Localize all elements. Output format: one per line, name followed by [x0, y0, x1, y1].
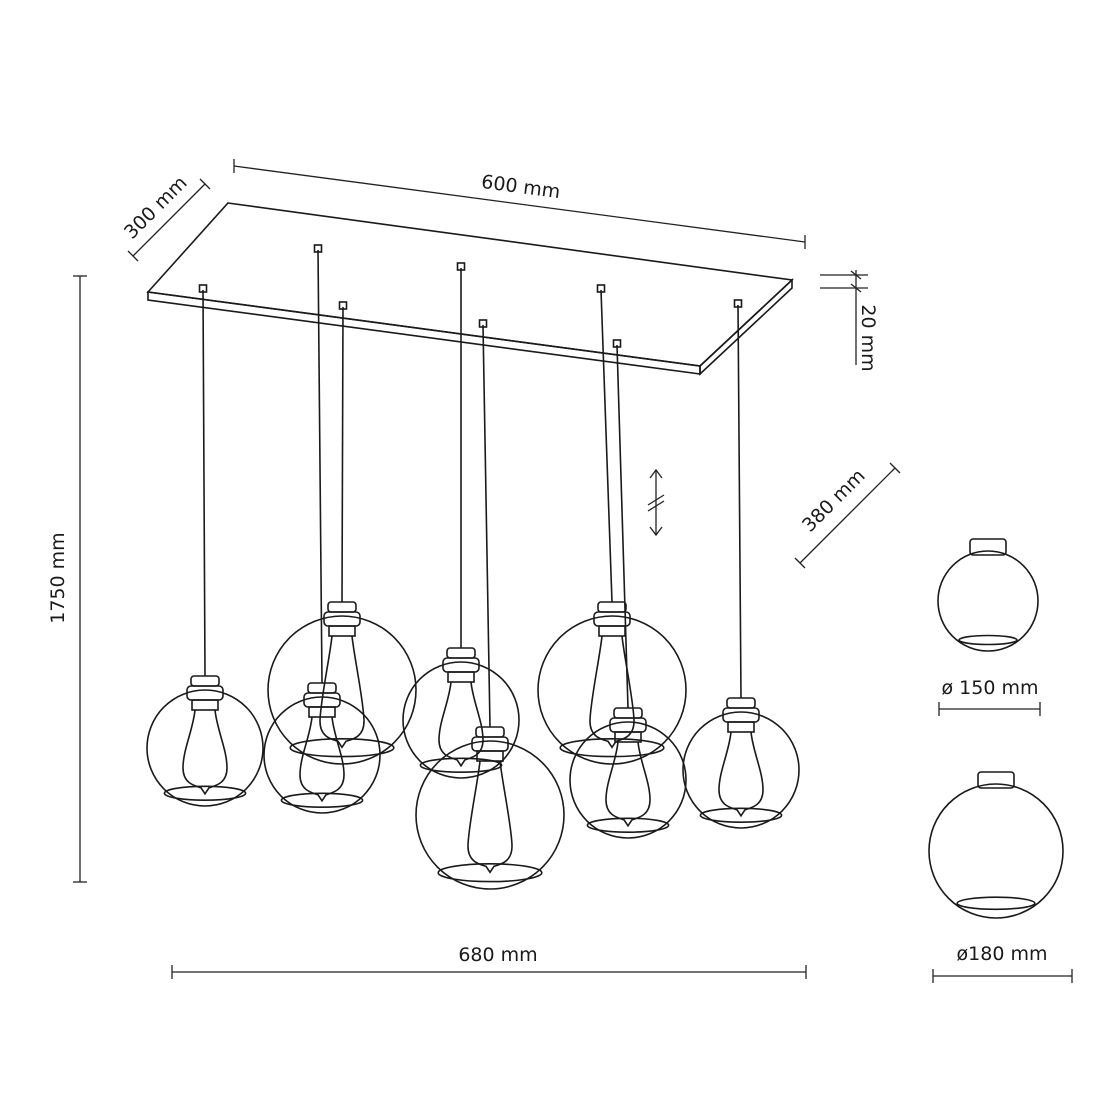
- edison-bulb: [182, 709, 228, 796]
- pendant-lamp: [146, 284, 264, 807]
- edison-bulb: [589, 635, 635, 749]
- dimension-canopy-width: 300 mm: [120, 172, 211, 262]
- pendant-lamp: [267, 301, 417, 765]
- cord: [317, 249, 323, 684]
- label-1750mm: 1750 mm: [47, 532, 69, 623]
- pendant-lamp: [682, 299, 800, 829]
- glass-globe: [682, 711, 800, 829]
- pendant-lamp: [263, 244, 381, 814]
- label-20mm: 20 mm: [857, 304, 879, 371]
- glass-globe: [415, 740, 565, 890]
- socket-base: [614, 731, 642, 743]
- shade-cap: [977, 771, 1015, 789]
- adjustable-length-arrow-icon: [647, 468, 665, 537]
- label-shade-180: ø180 mm: [957, 943, 1048, 965]
- globe-opening: [419, 757, 503, 773]
- cord: [737, 304, 742, 699]
- glass-globe: [402, 661, 520, 779]
- shade-opening: [956, 896, 1036, 911]
- cord-anchor: [478, 319, 488, 328]
- socket-ring: [609, 717, 647, 733]
- glass-globe: [569, 721, 687, 839]
- dimension-shade-150: [938, 702, 1041, 716]
- socket-cap: [446, 647, 476, 659]
- pendant-lamp: [402, 262, 520, 779]
- socket-cap: [327, 601, 357, 613]
- shade-180: [928, 771, 1064, 919]
- glass-globe: [263, 696, 381, 814]
- globe-opening: [559, 738, 665, 758]
- socket-cap: [613, 707, 643, 719]
- cord-anchor: [456, 262, 466, 271]
- dimension-diagonal: 380 mm: [794, 462, 901, 569]
- globe-opening: [437, 863, 543, 883]
- cord-anchor: [313, 244, 323, 253]
- socket-base: [191, 699, 219, 711]
- edison-bulb: [319, 635, 365, 749]
- shade-150: [937, 538, 1039, 652]
- socket-ring: [323, 611, 361, 627]
- edison-bulb: [467, 760, 513, 874]
- socket-base: [328, 625, 356, 637]
- socket-cap: [190, 675, 220, 687]
- shade-globe: [928, 783, 1064, 919]
- socket-cap: [597, 601, 627, 613]
- edison-bulb: [718, 731, 764, 818]
- socket-base: [598, 625, 626, 637]
- dimension-shade-180: [932, 969, 1073, 983]
- globe-opening: [586, 817, 670, 833]
- socket-base: [308, 706, 336, 718]
- cord: [616, 344, 629, 709]
- cord: [202, 289, 206, 677]
- dimension-canopy-height: 20 mm: [820, 270, 879, 372]
- label-shade-150: ø 150 mm: [942, 677, 1039, 699]
- cord-anchor: [596, 284, 606, 293]
- socket-ring: [186, 685, 224, 701]
- socket-ring: [442, 657, 480, 673]
- dimension-total-height: 1750 mm: [47, 275, 87, 883]
- socket-base: [727, 721, 755, 733]
- shade-opening: [958, 634, 1018, 646]
- socket-base: [447, 671, 475, 683]
- cord-anchor: [338, 301, 348, 310]
- pendant-lamp: [415, 319, 565, 890]
- socket-cap: [307, 682, 337, 694]
- label-680mm: 680 mm: [458, 944, 537, 966]
- socket-ring: [722, 707, 760, 723]
- pendant-lamp: [569, 339, 687, 839]
- cord-anchor: [612, 339, 622, 348]
- socket-ring: [471, 736, 509, 752]
- glass-globe: [267, 615, 417, 765]
- shade-cap: [969, 538, 1007, 556]
- edison-bulb: [605, 741, 651, 828]
- dimension-total-width: 680 mm: [171, 944, 807, 979]
- label-600mm: 600 mm: [480, 171, 562, 203]
- cord: [482, 324, 491, 728]
- pendant-lamp: [537, 284, 687, 765]
- shade-globe: [937, 550, 1039, 652]
- globe-opening: [280, 792, 364, 808]
- globe-opening: [163, 785, 247, 801]
- canopy: [146, 202, 794, 376]
- pendant-lamps: [146, 244, 800, 890]
- socket-cap: [726, 697, 756, 709]
- cord-anchor: [733, 299, 743, 308]
- socket-cap: [475, 726, 505, 738]
- dimension-canopy-length: 600 mm: [233, 159, 806, 249]
- label-380mm: 380 mm: [798, 465, 870, 537]
- glass-globe: [537, 615, 687, 765]
- globe-opening: [699, 807, 783, 823]
- glass-globe: [146, 689, 264, 807]
- cord: [600, 289, 613, 603]
- cord-anchor: [198, 284, 208, 293]
- edison-bulb: [299, 716, 345, 803]
- edison-bulb: [438, 681, 484, 768]
- cord: [341, 306, 344, 603]
